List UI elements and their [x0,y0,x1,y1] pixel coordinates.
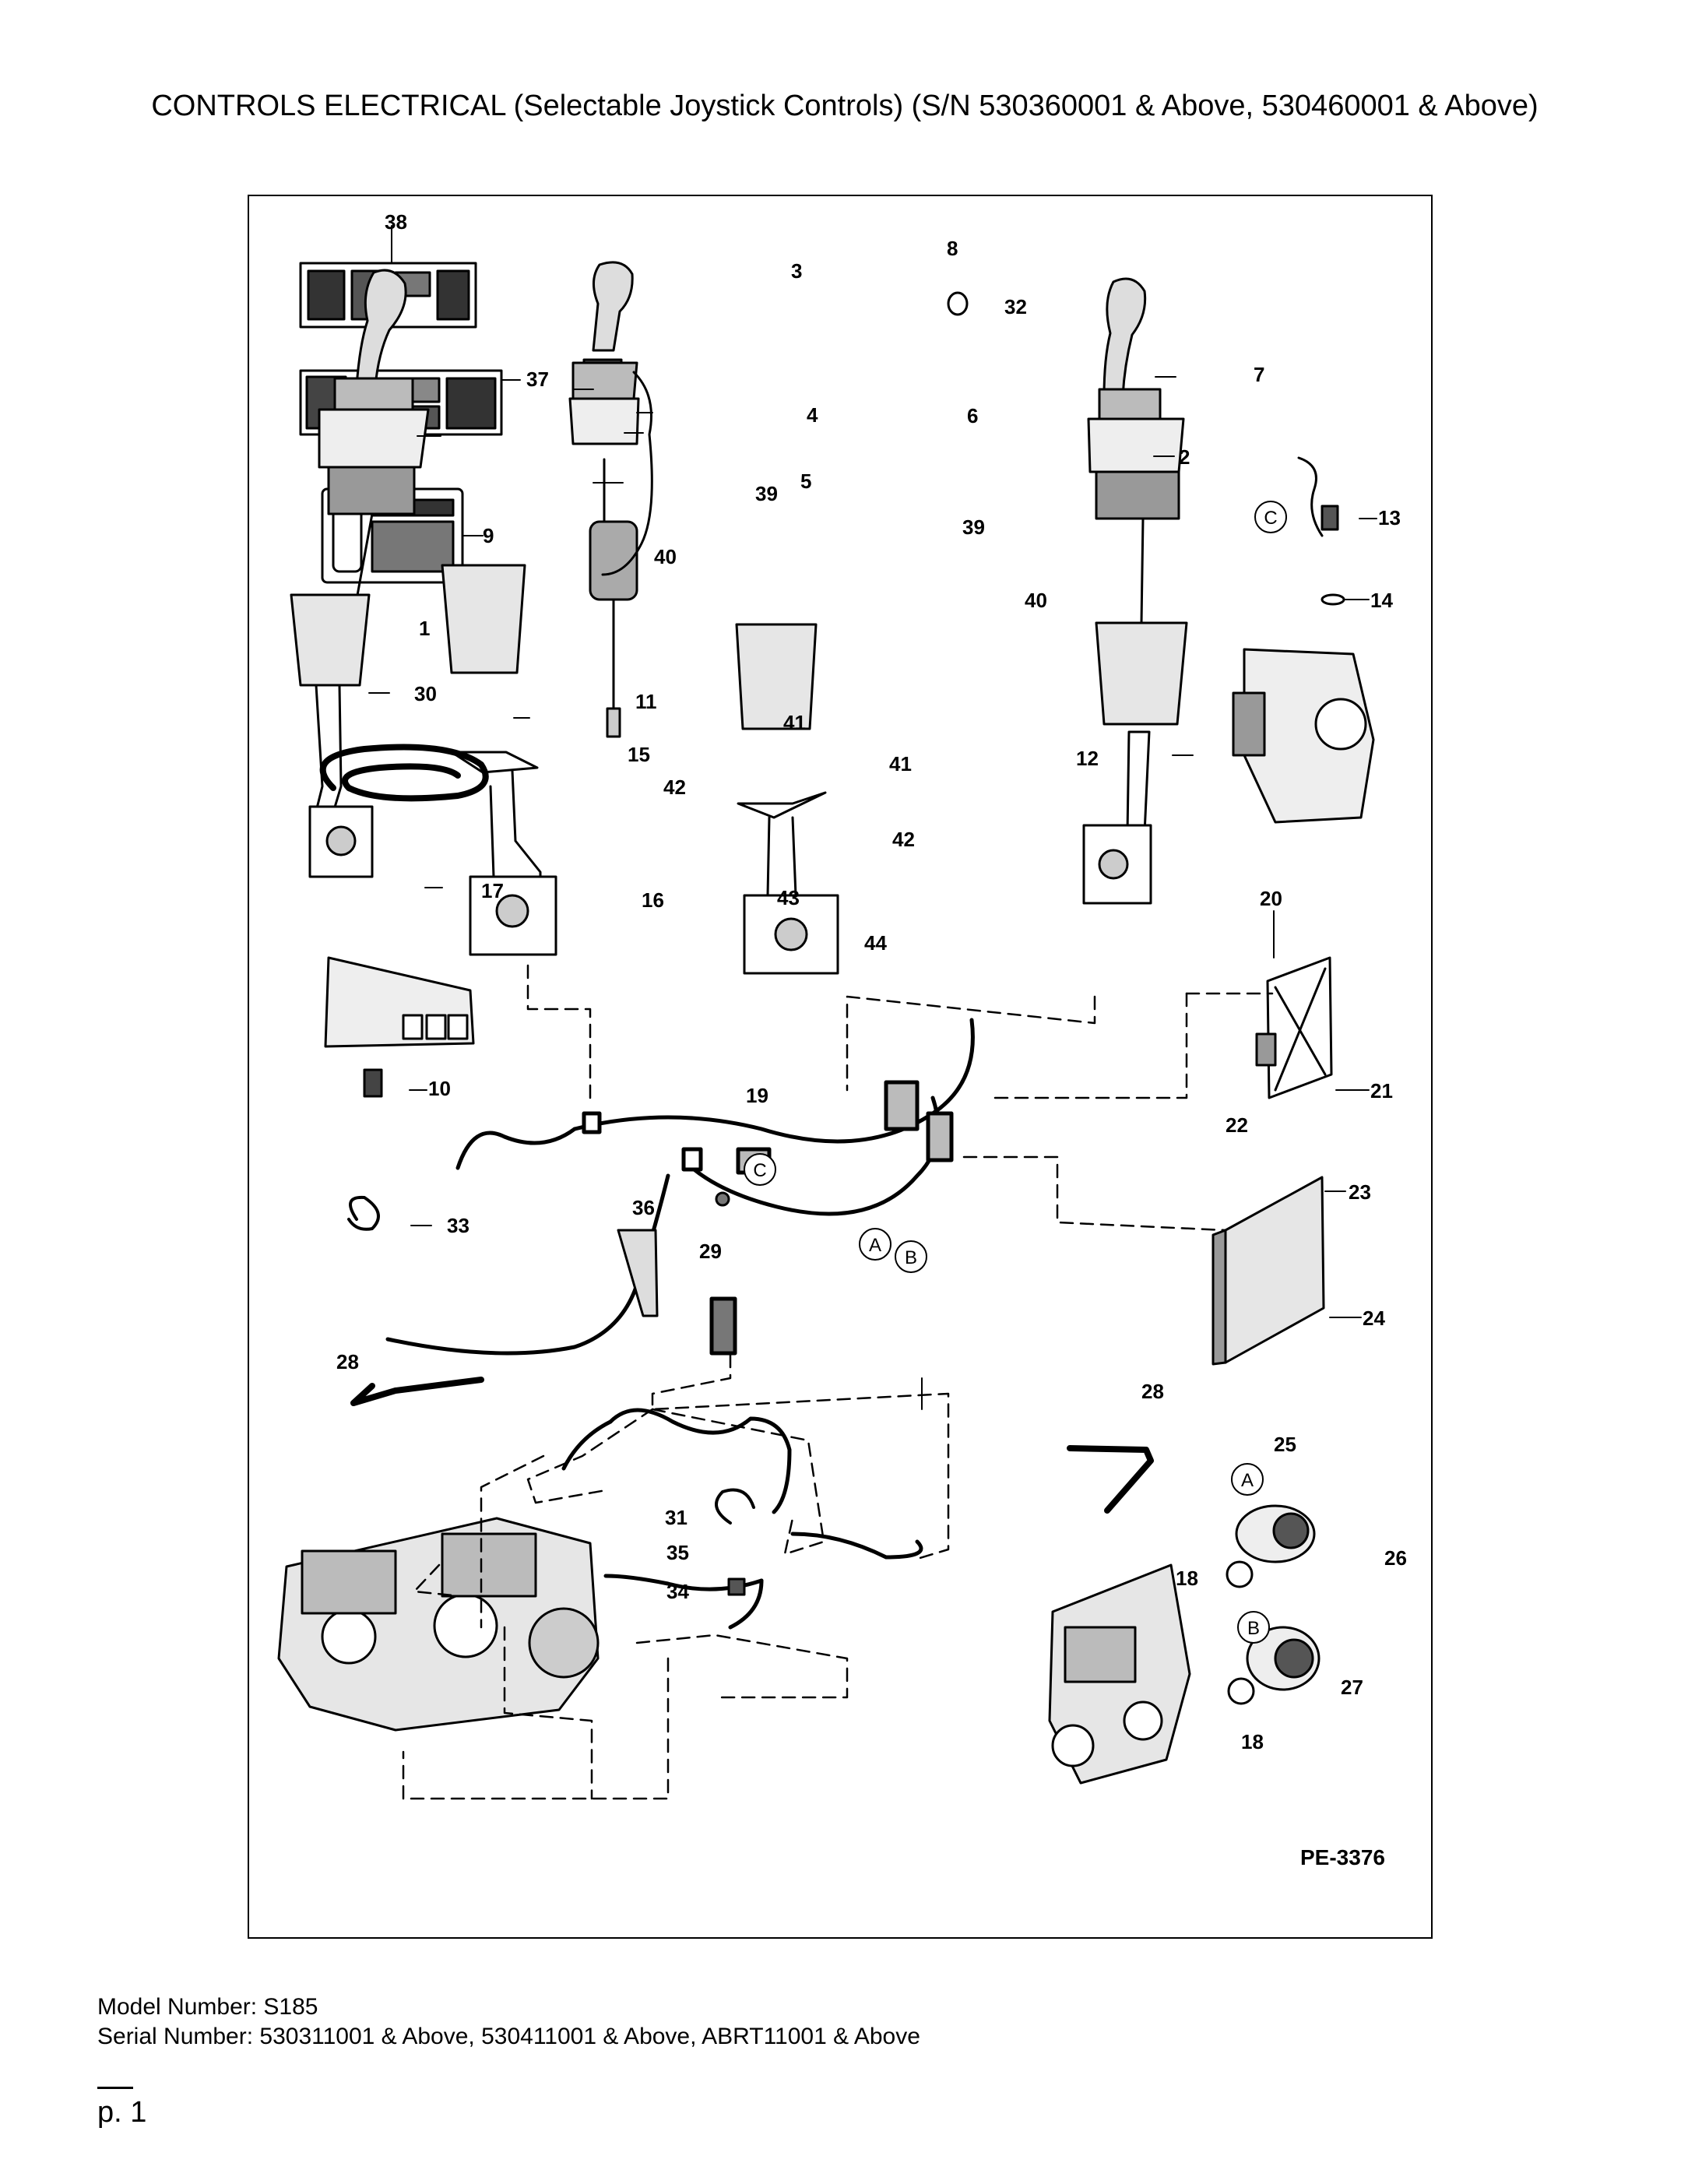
callout-26: 26 [1384,1546,1407,1570]
callout-7: 7 [1254,363,1264,386]
callout-labels: 1 2 3 4 5 6 7 8 9 10 11 12 13 14 15 16 1… [336,210,1407,1753]
callout-6: 6 [967,404,978,427]
svg-text:B: B [1247,1618,1260,1639]
callout-8: 8 [947,237,958,260]
o-ring-18-upper [1226,1560,1254,1588]
callout-27: 27 [1341,1676,1363,1699]
hydrostatic-pump [277,1517,600,1732]
callout-29: 29 [699,1240,722,1263]
callout-41-upper: 41 [783,711,806,734]
callout-34: 34 [666,1580,689,1603]
callout-36: 36 [632,1196,655,1219]
callout-38: 38 [385,210,407,234]
model-number: Model Number: S185 [97,1994,318,2020]
callout-4: 4 [807,403,818,427]
page-number: p. 1 [97,2096,147,2129]
clamp-32 [947,291,969,316]
joystick-center [568,261,653,738]
switch-panel [324,956,475,1098]
control-valve [1048,1563,1191,1785]
leader-lines [368,225,1377,1410]
exploded-parts-diagram: C C A B A B 1 2 3 4 5 6 7 8 9 10 11 12 1… [277,210,1407,1869]
callout-2: 2 [1179,445,1190,469]
callout-22: 22 [1226,1113,1248,1137]
callout-28-left: 28 [336,1350,359,1373]
callout-30: 30 [414,682,437,705]
page-rule [97,2087,133,2089]
boot-bracket-44 [735,623,839,975]
callout-17: 17 [481,879,504,902]
callout-9: 9 [483,524,494,547]
callout-1: 1 [419,617,430,640]
joystick-left [290,269,430,878]
bracket-29 [617,1229,659,1317]
callout-42-upper: 42 [663,775,686,799]
connector-marker-b-2: B [1237,1611,1270,1644]
connector-marker-a-1: A [859,1228,891,1261]
svg-text:B: B [905,1247,917,1268]
svg-text:C: C [1264,508,1277,529]
svg-text:C: C [753,1160,766,1181]
callout-10: 10 [428,1077,451,1100]
solenoid-25 [1235,1504,1316,1563]
svg-text:A: A [1241,1470,1254,1491]
callout-32: 32 [1004,295,1027,318]
callout-39-right: 39 [962,515,985,539]
clamp-33 [347,1195,380,1231]
callout-40-left: 40 [654,545,677,568]
connector-marker-c-1: C [744,1153,776,1186]
module-20 [1255,956,1333,1099]
callout-13: 13 [1378,506,1401,529]
callout-12: 12 [1076,747,1099,770]
callout-16: 16 [642,888,664,912]
callout-18-upper: 18 [1176,1567,1198,1590]
solenoid-26 [1246,1626,1321,1691]
pivot-housing [1232,456,1375,824]
callout-24: 24 [1363,1307,1385,1330]
callout-25: 25 [1274,1433,1296,1456]
connection-lines [402,964,1274,1800]
callout-44: 44 [864,931,887,955]
callout-19: 19 [746,1084,768,1107]
callout-35: 35 [666,1541,689,1564]
boot-bracket-43 [441,564,557,956]
callout-40-right: 40 [1025,589,1047,612]
callout-20: 20 [1260,887,1282,910]
grommet-34 [727,1577,746,1596]
callout-18-lower: 18 [1241,1730,1264,1753]
callout-39-center: 39 [755,482,778,505]
callout-33: 33 [447,1214,469,1237]
screw-36 [715,1191,730,1207]
callout-37: 37 [526,368,549,391]
callout-43: 43 [777,886,800,909]
o-ring-18-lower [1227,1677,1255,1705]
callout-14: 14 [1370,589,1393,612]
diagram-frame [248,195,1433,1939]
joystick-right [1082,277,1188,905]
callout-3: 3 [791,259,802,283]
controller-23 [1211,1176,1325,1366]
drawing-code: PE-3376 [1300,1845,1385,1869]
serial-number: Serial Number: 530311001 & Above, 530411… [97,2024,920,2049]
clamp-35 [715,1488,755,1525]
callout-15: 15 [628,743,650,766]
connector-marker-a-2: A [1231,1463,1264,1496]
callout-41-lower: 41 [889,752,912,775]
callout-31: 31 [665,1506,688,1529]
callout-23: 23 [1349,1180,1371,1204]
callout-5: 5 [800,470,811,493]
connector-marker-c-2: C [1254,501,1287,533]
callout-11: 11 [635,690,657,713]
callout-21: 21 [1370,1079,1393,1103]
page-title: CONTROLS ELECTRICAL (Selectable Joystick… [151,90,1539,122]
hose-30 [319,744,489,802]
connector-marker-b-1: B [895,1240,927,1273]
svg-text:A: A [869,1235,881,1256]
callout-28-right: 28 [1141,1380,1164,1403]
wrench-28-left [350,1377,484,1406]
callout-42-lower: 42 [892,828,915,851]
wrench-28-right [1067,1445,1154,1514]
harness-19 [385,1018,975,1356]
